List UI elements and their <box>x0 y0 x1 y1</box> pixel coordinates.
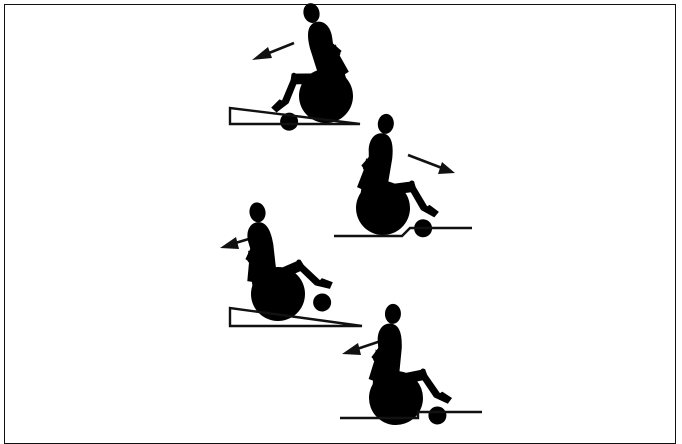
wheelchair-user-figure <box>340 110 448 240</box>
wheelchair-user-figure <box>222 192 338 328</box>
wheelchair-user-figure <box>249 0 371 136</box>
panel-3-ramp <box>220 192 362 328</box>
left-arrow-icon <box>252 43 294 60</box>
panel-4-step-ascent <box>340 303 482 427</box>
right-arrow-icon <box>408 155 455 174</box>
wheelchair-user-figure <box>355 303 455 427</box>
panel-2-step-descent <box>334 110 472 240</box>
step-outline <box>334 228 472 236</box>
panel-1-ramp-ascent <box>230 0 371 136</box>
